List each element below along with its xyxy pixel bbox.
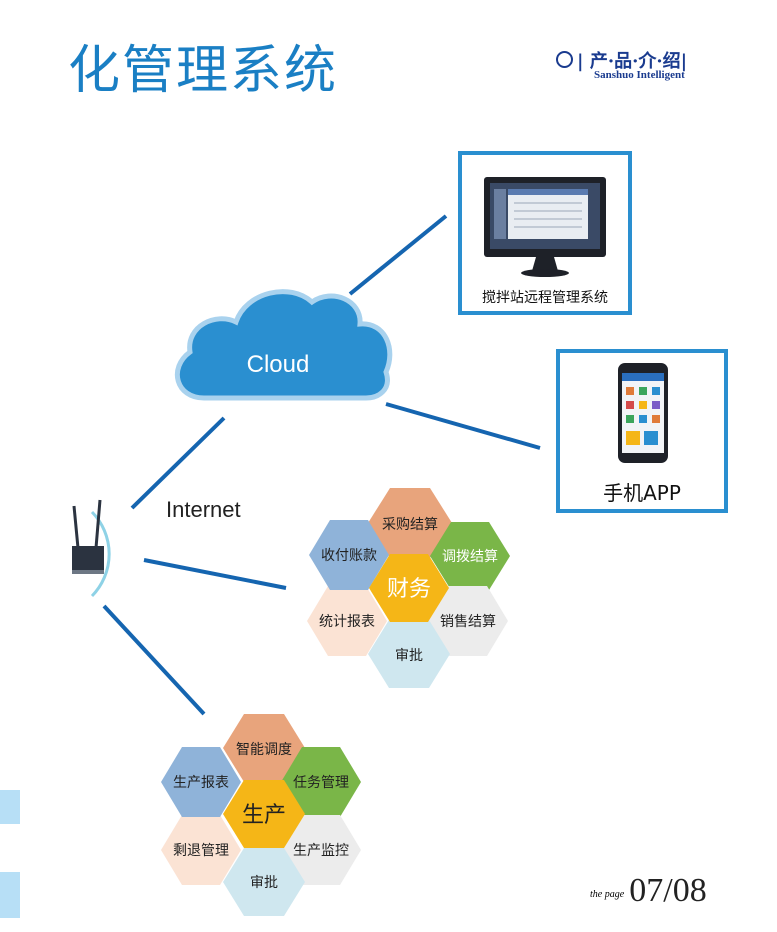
monitor-box-label: 搅拌站远程管理系统 <box>482 290 608 306</box>
internet-label: Internet <box>166 497 241 522</box>
phone-box-label: 手机APP <box>603 481 681 505</box>
hex-dispatch <box>223 714 305 782</box>
production-petal-4: 剩退管理 <box>173 843 229 859</box>
brand-line2: Sanshuo Intelligent <box>594 69 685 81</box>
hex-approval <box>368 620 450 688</box>
hex-prod-approval <box>223 848 305 916</box>
finance-petal-2: 销售结算 <box>440 614 496 630</box>
finance-petal-1: 调拨结算 <box>442 549 498 565</box>
hex-payments <box>309 520 389 590</box>
production-petal-0: 智能调度 <box>236 742 292 758</box>
monitor-icon <box>484 177 606 277</box>
page-number: the page 07/08 <box>590 872 707 910</box>
hex-monitor <box>281 815 361 885</box>
line-router-cloud <box>130 416 226 510</box>
hex-returns <box>161 815 241 885</box>
page-title: 化管理系统 <box>68 41 339 101</box>
page-number-value: 07/08 <box>629 872 707 909</box>
line-cloud-phone <box>385 402 541 450</box>
finance-petal-0: 采购结算 <box>382 517 438 533</box>
production-center-label: 生产 <box>242 803 286 828</box>
finance-petal-3: 审批 <box>395 648 423 664</box>
production-cluster: 智能调度 任务管理 生产监控 审批 剩退管理 生产报表 生产 <box>161 714 361 916</box>
circle-icon <box>556 51 573 68</box>
production-petal-5: 生产报表 <box>173 775 229 791</box>
page-prefix: the page <box>590 889 625 900</box>
line-router-finance <box>143 558 287 590</box>
router-icon <box>72 499 111 598</box>
cloud-icon: Cloud <box>174 289 393 401</box>
finance-petal-4: 统计报表 <box>319 614 375 630</box>
production-petal-2: 生产监控 <box>293 843 349 859</box>
hex-production-center <box>223 780 305 848</box>
hex-finance-center <box>369 554 449 622</box>
brand-tag: | 产·品·介·绍| Sanshuo Intelligent <box>556 47 688 81</box>
monitor-box: 搅拌站远程管理系统 <box>458 151 632 315</box>
line-router-production <box>102 604 206 716</box>
hex-transfer <box>430 522 510 590</box>
production-petal-3: 审批 <box>250 875 278 891</box>
cloud-label: Cloud <box>247 351 310 378</box>
side-tab-upper <box>0 790 20 824</box>
phone-box: 手机APP <box>556 349 728 513</box>
hex-procurement <box>368 488 452 558</box>
hex-stats <box>307 586 387 656</box>
line-cloud-monitor <box>348 214 448 296</box>
finance-center-label: 财务 <box>387 577 431 602</box>
production-petal-1: 任务管理 <box>293 775 349 791</box>
hex-sales <box>428 586 508 656</box>
finance-cluster: 采购结算 调拨结算 销售结算 审批 统计报表 收付账款 财务 <box>307 488 510 688</box>
hex-task <box>281 747 361 817</box>
finance-petal-5: 收付账款 <box>321 548 377 564</box>
hex-prod-report <box>161 747 241 817</box>
brand-line1: | 产·品·介·绍| <box>577 51 688 72</box>
side-tab-lower <box>0 872 20 918</box>
phone-icon <box>618 363 668 463</box>
